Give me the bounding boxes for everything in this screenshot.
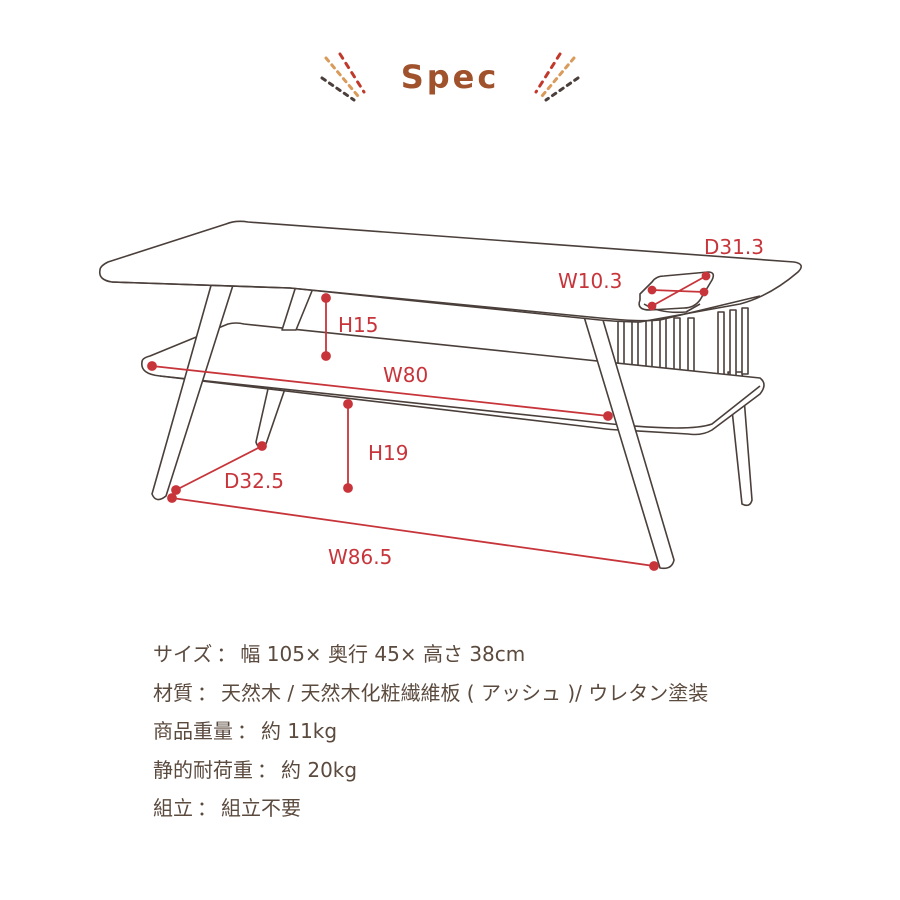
dim-label-h19: H19 xyxy=(368,441,409,465)
dim-label-w86-5: W86.5 xyxy=(328,545,392,569)
table-diagram: D31.3 W10.3 H15 W80 H19 D32.5 W86.5 xyxy=(98,220,802,571)
dim-label-d32-5: D32.5 xyxy=(224,469,284,493)
spec-separator: ： xyxy=(197,680,217,705)
spec-row-weight: 商品重量：約 11kg xyxy=(153,715,853,754)
spec-value: 約 20kg xyxy=(281,757,358,782)
spec-label: サイズ xyxy=(153,642,213,666)
spec-separator: ： xyxy=(216,642,237,666)
dimension-lines xyxy=(147,271,711,571)
table-line-drawing xyxy=(98,220,802,570)
spec-list: サイズ：幅 105× 奥行 45× 高さ 38cm 材質：天然木 / 天然木化粧… xyxy=(153,638,853,831)
dim-label-d31-3: D31.3 xyxy=(704,235,764,259)
spec-label: 静的耐荷重 xyxy=(153,757,253,782)
spec-row-size: サイズ：幅 105× 奥行 45× 高さ 38cm xyxy=(153,638,853,677)
page-title: Spec xyxy=(400,58,500,96)
dim-label-h15: H15 xyxy=(338,313,379,337)
spec-value: 約 11kg xyxy=(261,719,338,743)
sparkle-right-icon xyxy=(534,52,580,102)
spec-label: 材質 xyxy=(153,680,193,705)
spec-label: 組立 xyxy=(153,796,193,820)
spec-row-assembly: 組立：組立不要 xyxy=(153,792,853,831)
dim-label-w10-3: W10.3 xyxy=(558,269,622,293)
spec-value: 天然木 / 天然木化粧繊維板 ( アッシュ )/ ウレタン塗装 xyxy=(221,680,709,705)
spec-separator: ： xyxy=(257,757,277,782)
sparkle-left-icon xyxy=(320,52,366,102)
spec-value: 組立不要 xyxy=(221,796,301,820)
spec-separator: ： xyxy=(237,719,257,743)
spec-row-load: 静的耐荷重：約 20kg xyxy=(153,754,853,793)
dim-label-w80: W80 xyxy=(383,363,428,387)
spec-value: 幅 105× 奥行 45× 高さ 38cm xyxy=(240,642,526,666)
spec-row-material: 材質：天然木 / 天然木化粧繊維板 ( アッシュ )/ ウレタン塗装 xyxy=(153,677,853,716)
spec-separator: ： xyxy=(197,796,217,820)
spec-label: 商品重量 xyxy=(153,719,233,743)
spec-title-block: Spec xyxy=(0,52,900,108)
